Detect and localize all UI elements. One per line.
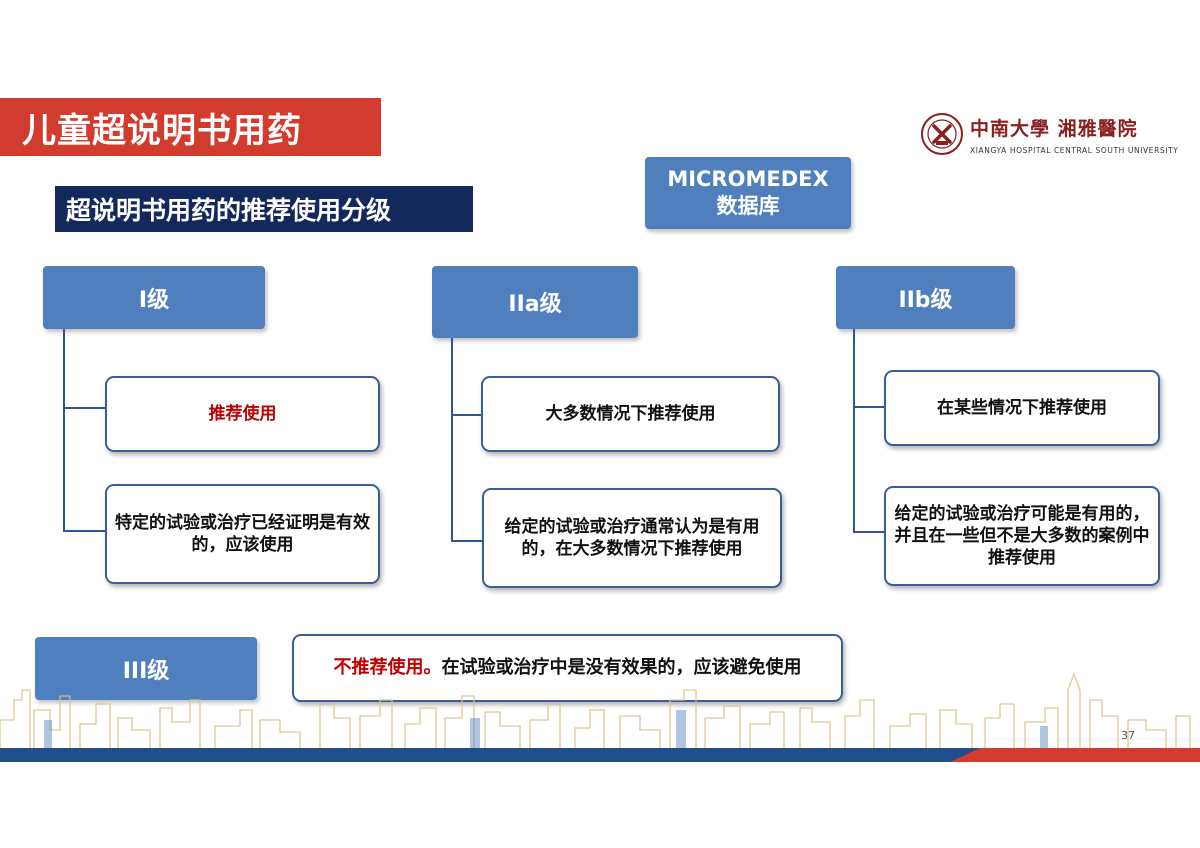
section-subtitle: 超说明书用药的推荐使用分级 <box>55 186 473 232</box>
connector-line <box>853 329 855 533</box>
connector-line <box>853 531 884 533</box>
page-number: 37 <box>1121 729 1135 742</box>
level-3-description: 不推荐使用。在试验或治疗中是没有效果的，应该避免使用 <box>292 634 843 702</box>
level-1-recommendation: 推荐使用 <box>105 376 380 452</box>
micromedex-database-box: MICROMEDEX 数据库 <box>645 157 851 229</box>
city-skyline-footer <box>0 672 1200 762</box>
connector-line <box>853 406 884 408</box>
level-3-text: 在试验或治疗中是没有效果的，应该避免使用 <box>441 657 802 678</box>
connector-line <box>63 530 105 532</box>
connector-line <box>451 338 453 542</box>
level-2b-header: IIb级 <box>836 266 1015 329</box>
slide-title: 儿童超说明书用药 <box>0 98 381 156</box>
database-name: MICROMEDEX <box>667 167 829 191</box>
connector-line <box>63 329 65 532</box>
level-3-highlight: 不推荐使用。 <box>333 657 442 678</box>
level-1-header: I级 <box>43 266 265 329</box>
connector-line <box>451 540 482 542</box>
logo-chinese-name: 中南大學 湘雅醫院 <box>970 118 1138 140</box>
level-2b-description: 给定的试验或治疗可能是有用的，并且在一些但不是大多数的案例中推荐使用 <box>884 486 1160 586</box>
connector-line <box>451 414 481 416</box>
level-2a-recommendation: 大多数情况下推荐使用 <box>481 376 780 452</box>
connector-line <box>63 407 105 409</box>
university-emblem-icon <box>921 113 963 155</box>
logo-english-name: XIANGYA HOSPITAL CENTRAL SOUTH UNIVERSIT… <box>970 146 1179 155</box>
hospital-logo: 中南大學 湘雅醫院 XIANGYA HOSPITAL CENTRAL SOUTH… <box>920 112 1178 160</box>
level-1-description: 特定的试验或治疗已经证明是有效的，应该使用 <box>105 484 380 584</box>
level-2a-description: 给定的试验或治疗通常认为是有用的，在大多数情况下推荐使用 <box>482 488 782 588</box>
database-label: 数据库 <box>716 194 780 218</box>
level-2b-recommendation: 在某些情况下推荐使用 <box>884 370 1160 446</box>
level-2a-header: IIa级 <box>432 266 638 338</box>
level-3-header: III级 <box>35 637 257 700</box>
